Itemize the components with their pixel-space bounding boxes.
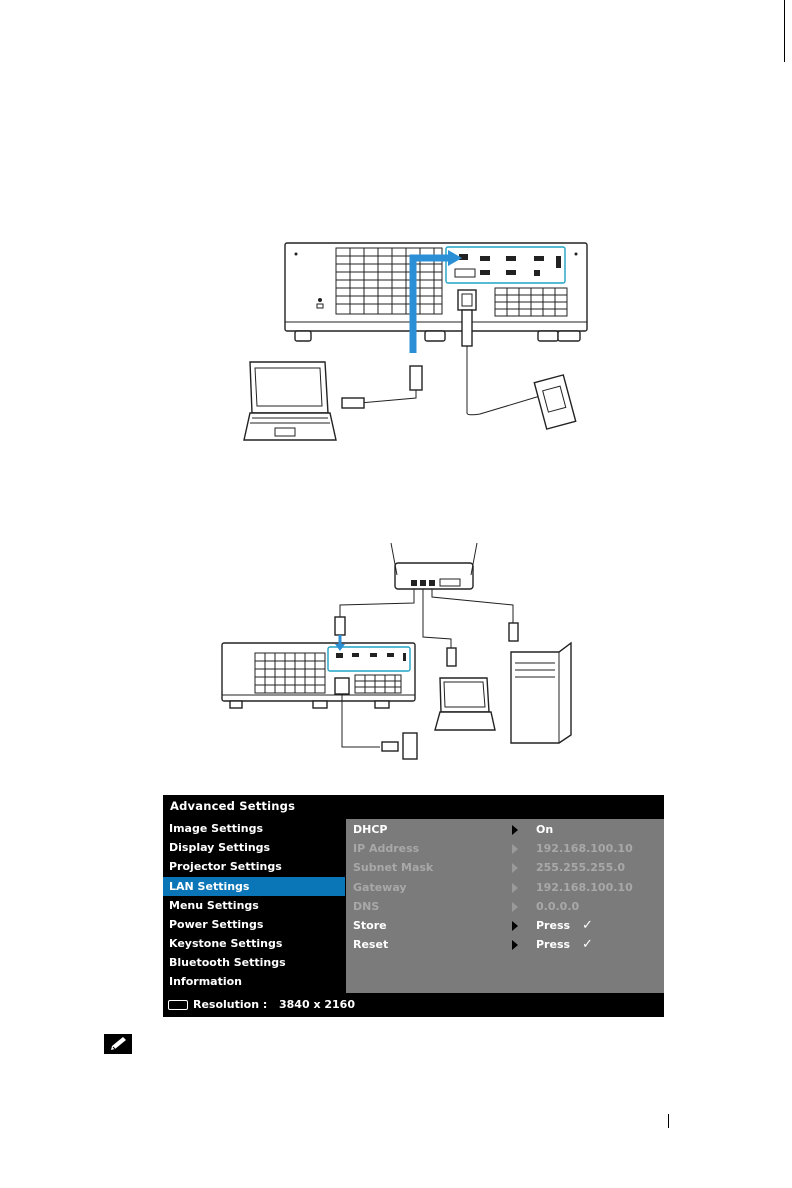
resolution-label: Resolution : [193, 998, 268, 1011]
menu-item-keystone-settings[interactable]: Keystone Settings [169, 937, 283, 950]
row-label: Store [353, 919, 387, 932]
projector-lan-diagram [221, 542, 572, 760]
row-label: Gateway [353, 881, 407, 894]
checkmark-icon: ✓ [582, 918, 593, 933]
lan-row-reset[interactable]: Reset Press ✓ [346, 935, 664, 954]
arrow-right-icon [512, 883, 518, 893]
osd-footer: Resolution : 3840 x 2160 [163, 993, 664, 1017]
pencil-note-icon [103, 1033, 133, 1055]
menu-item-menu-settings[interactable]: Menu Settings [169, 899, 259, 912]
menu-item-image-settings[interactable]: Image Settings [169, 822, 264, 835]
row-value: 255.255.255.0 [536, 861, 626, 874]
row-value: Press [536, 919, 571, 932]
row-value: 192.168.100.10 [536, 842, 633, 855]
resolution-value: 3840 x 2160 [279, 998, 355, 1011]
projector-lan-connection-figure [215, 535, 580, 765]
hdmi-port-icon [168, 1000, 188, 1010]
lan-row-dns: DNS 0.0.0.0 [346, 897, 664, 916]
osd-title: Advanced Settings [170, 799, 296, 813]
arrow-right-icon [512, 921, 518, 931]
row-label: DNS [353, 900, 380, 913]
arrow-right-icon [512, 844, 518, 854]
osd-menu-list: Image Settings Display Settings Projecto… [163, 819, 345, 993]
lan-row-dhcp[interactable]: DHCP On [346, 820, 664, 839]
menu-item-information[interactable]: Information [169, 975, 242, 988]
row-label: DHCP [353, 823, 388, 836]
lan-row-subnet-mask: Subnet Mask 255.255.255.0 [346, 858, 664, 877]
projector-usb-connection-figure [240, 238, 590, 448]
page-cut-line [784, 0, 785, 62]
arrow-right-icon [512, 940, 518, 950]
lan-settings-panel: DHCP On IP Address 192.168.100.10 Subnet… [346, 819, 664, 993]
menu-item-power-settings[interactable]: Power Settings [169, 918, 264, 931]
page-number-divider [668, 1114, 669, 1128]
menu-item-display-settings[interactable]: Display Settings [169, 841, 271, 854]
row-value: 0.0.0.0 [536, 900, 580, 913]
lan-row-ip-address: IP Address 192.168.100.10 [346, 839, 664, 858]
menu-item-projector-settings[interactable]: Projector Settings [169, 860, 282, 873]
arrow-right-icon [512, 902, 518, 912]
projector-usb-diagram [243, 242, 588, 441]
menu-item-lan-settings[interactable]: LAN Settings [163, 877, 345, 896]
row-value: On [536, 823, 554, 836]
lan-row-gateway: Gateway 192.168.100.10 [346, 878, 664, 897]
checkmark-icon: ✓ [582, 937, 593, 952]
arrow-right-icon [512, 863, 518, 873]
arrow-right-icon [512, 825, 518, 835]
row-value: 192.168.100.10 [536, 881, 633, 894]
row-label: IP Address [353, 842, 420, 855]
row-value: Press [536, 938, 571, 951]
advanced-settings-osd-menu: Advanced Settings Image Settings Display… [163, 795, 664, 1017]
lan-row-store[interactable]: Store Press ✓ [346, 916, 664, 935]
row-label: Subnet Mask [353, 861, 434, 874]
row-label: Reset [353, 938, 389, 951]
menu-item-bluetooth-settings[interactable]: Bluetooth Settings [169, 956, 286, 969]
